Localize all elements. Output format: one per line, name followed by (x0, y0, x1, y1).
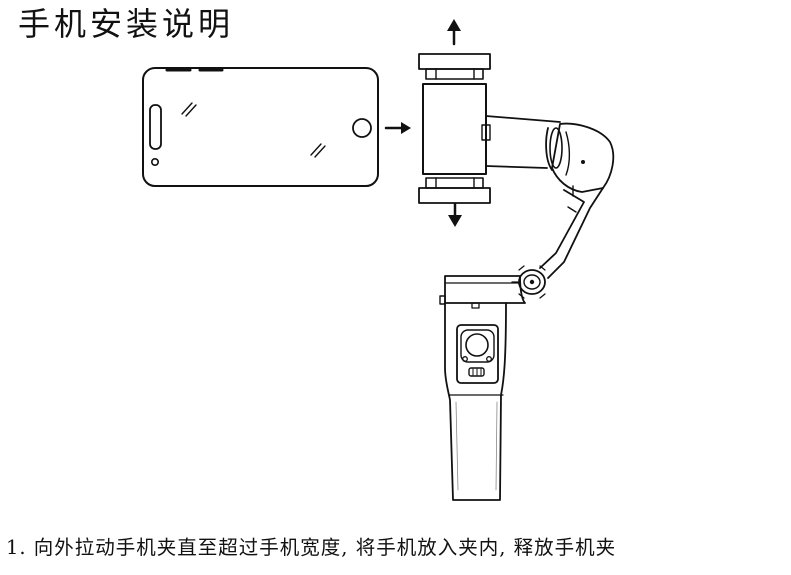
arrow-down-icon (448, 202, 462, 227)
instruction-step-1: 1. 向外拉动手机夹直至超过手机宽度, 将手机放入夹内, 释放手机夹 (6, 536, 617, 559)
page-title: 手机安装说明 (18, 5, 235, 43)
arrow-up-icon (447, 19, 461, 46)
smartphone-icon (142, 67, 379, 187)
handheld-gimbal-icon (418, 53, 615, 501)
arrow-right-icon (384, 122, 411, 134)
